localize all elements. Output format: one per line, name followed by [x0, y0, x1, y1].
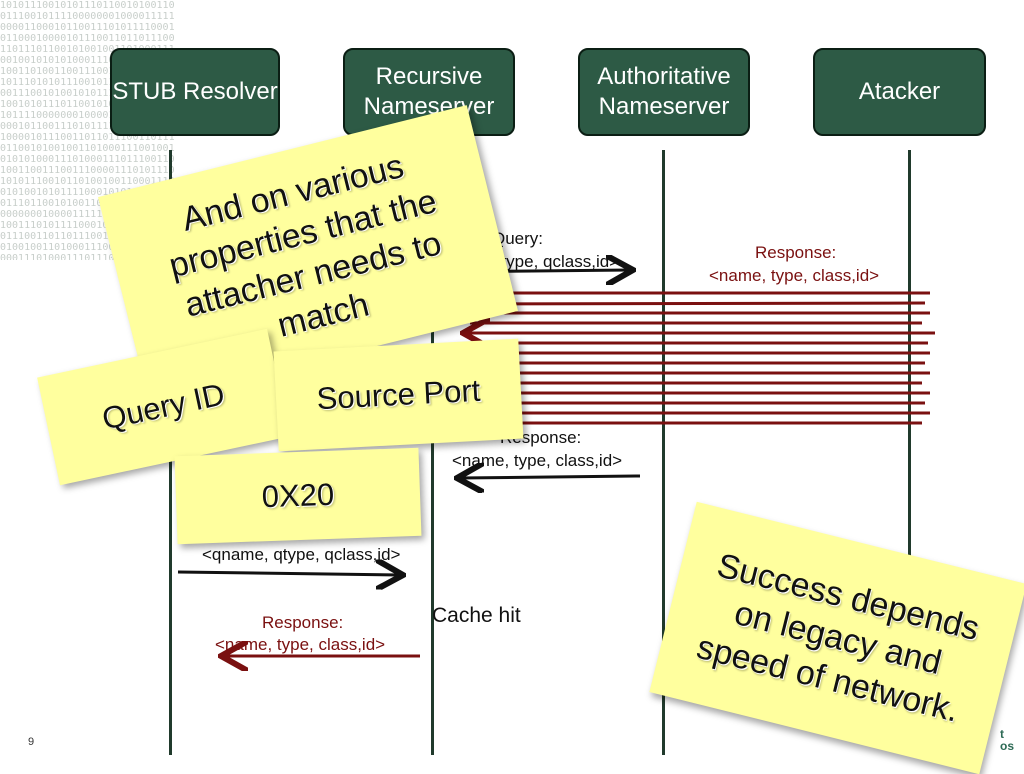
note-0x20-text: 0X20: [261, 476, 335, 515]
arrow-stub-query: [177, 572, 400, 575]
actor-stub-resolver: STUB Resolver: [110, 48, 280, 136]
label-attacker-response-1: Response:: [755, 243, 837, 262]
label-stub-response-1: Response:: [262, 613, 344, 632]
note-source-port-text: Source Port: [315, 372, 482, 417]
label-cache-hit: Cache hit: [432, 604, 521, 627]
label-auth-response-2: <name, type, class,id>: [452, 451, 623, 470]
arrow-response-from-authoritative: [460, 476, 641, 478]
label-stub-query: <qname, qtype, qclass,id>: [202, 545, 401, 564]
actor-attacker: Atacker: [813, 48, 986, 136]
lifeline-recursive: [431, 150, 434, 755]
label-query-top-2: qtype, qclass,id>: [492, 252, 620, 271]
actor-authoritative-nameserver: Authoritative Nameserver: [578, 48, 750, 136]
lifeline-authoritative: [662, 150, 665, 755]
note-source-port: Source Port: [273, 338, 524, 452]
lifeline-attacker: [908, 150, 911, 755]
note-success-text: Success depends on legacy and speed of n…: [693, 546, 983, 730]
binary-background-pattern: 1010111001010111011001010011001110010111…: [0, 0, 175, 260]
slide-number: 9: [28, 736, 35, 748]
note-query-id-text: Query ID: [99, 376, 228, 437]
label-stub-response-2: <name, type, class,id>: [215, 635, 386, 654]
note-0x20: 0X20: [174, 447, 422, 545]
label-query-top-1: Query:: [492, 229, 544, 248]
spoofed-response-lines: [466, 291, 935, 425]
label-attacker-response-2: <name, type, class,id>: [709, 266, 880, 285]
